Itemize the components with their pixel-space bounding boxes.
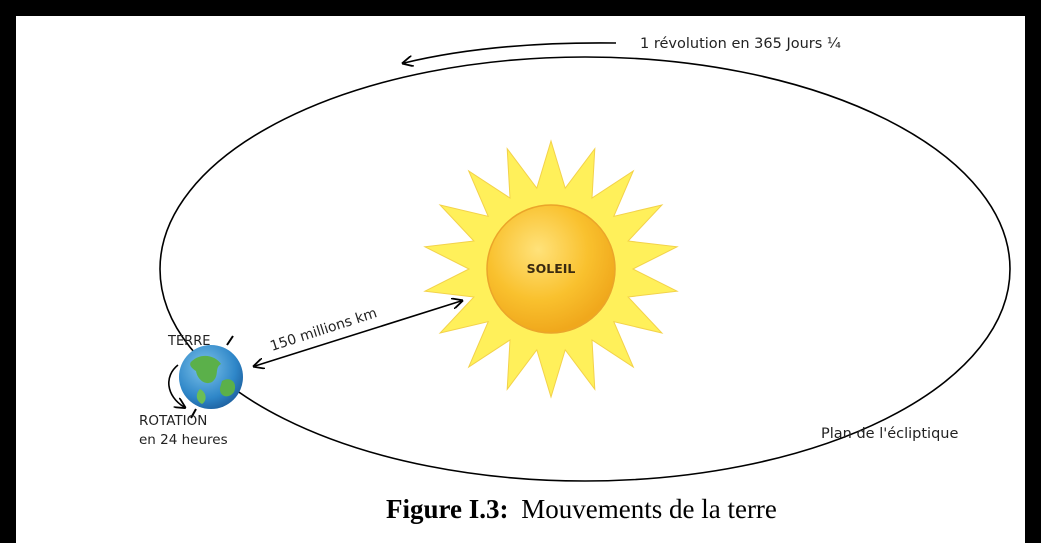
distance-label: 150 millions km	[268, 305, 379, 355]
figure-caption: Figure I.3: Mouvements de la terre	[386, 494, 777, 525]
rotation-arrow	[168, 364, 184, 407]
caption-text: Mouvements de la terre	[521, 494, 777, 524]
caption-label: Figure I.3:	[386, 494, 509, 524]
earth-globe	[179, 335, 243, 419]
figure-panel: 1 révolution en 365 Jours ¼ SOLEIL 150 m…	[16, 16, 1025, 543]
revolution-label: 1 révolution en 365 Jours ¼	[640, 36, 841, 52]
revolution-arrow	[404, 42, 617, 63]
sun-core	[486, 204, 616, 334]
earth-motion-diagram: 1 révolution en 365 Jours ¼ SOLEIL 150 m…	[139, 36, 1011, 482]
ecliptic-label: Plan de l'écliptique	[821, 426, 958, 442]
orbit-ellipse	[159, 56, 1011, 482]
sun-label: SOLEIL	[527, 261, 576, 276]
rotation-label-line1: ROTATION	[139, 413, 207, 429]
distance-arrow	[255, 301, 461, 366]
earth-label: TERRE	[167, 334, 210, 349]
rotation-label-line2: en 24 heures	[139, 432, 228, 448]
